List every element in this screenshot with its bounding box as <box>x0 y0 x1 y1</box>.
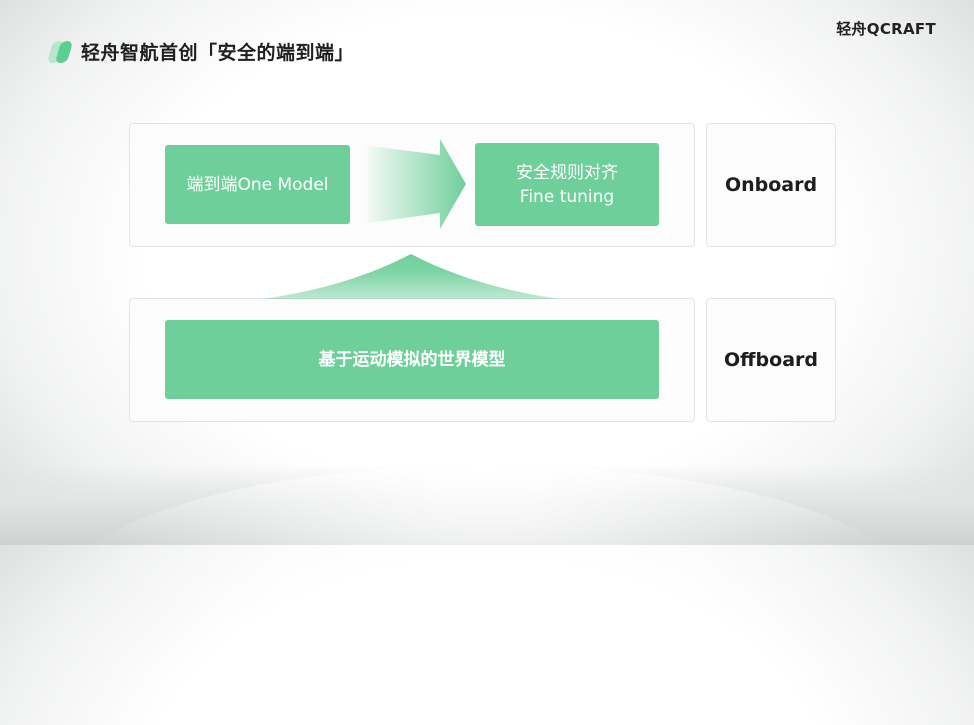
world-model-label: 基于运动模拟的世界模型 <box>318 349 506 370</box>
safety-alignment-box: 安全规则对齐 Fine tuning <box>475 143 659 226</box>
safety-alignment-label: 安全规则对齐 <box>516 162 618 183</box>
slide-title: 轻舟智航首创「安全的端到端」 <box>81 42 355 64</box>
world-model-box: 基于运动模拟的世界模型 <box>165 320 659 399</box>
offboard-label: Offboard <box>706 298 836 422</box>
brand-logo: 轻舟QCRAFT <box>836 18 936 45</box>
end-to-end-model-box: 端到端One Model <box>165 145 350 224</box>
brand-logo-text: 轻舟QCRAFT <box>836 20 936 38</box>
slide-header: 轻舟智航首创「安全的端到端」 <box>46 38 355 65</box>
fine-tuning-label: Fine tuning <box>519 186 615 207</box>
right-arrow-icon <box>362 139 466 229</box>
flow-arrows <box>262 139 560 299</box>
up-arrow-icon <box>262 254 560 299</box>
onboard-label: Onboard <box>706 123 836 247</box>
end-to-end-model-label: 端到端One Model <box>186 174 329 195</box>
